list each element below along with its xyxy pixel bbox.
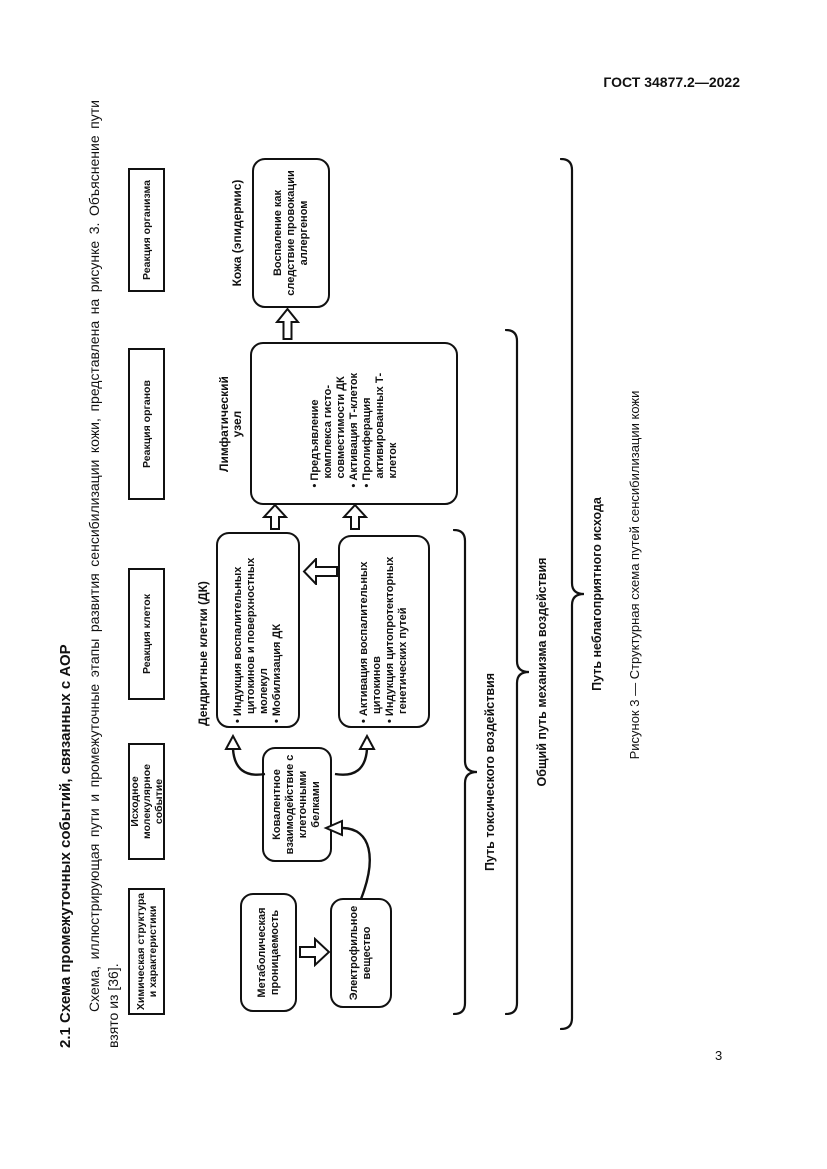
arrow-cytokine-to-lymph-icon	[342, 504, 368, 530]
cytokine-bullet: • Активация воспалительных цитокинов	[358, 561, 383, 723]
label-skin-epidermis: Кожа (эпидермис)	[230, 179, 244, 287]
page-number: 3	[715, 1048, 723, 1063]
lymph-bullet: • Пролиферация активированных Т-клеток	[360, 372, 399, 488]
arrow-electrophile-to-covalent-icon	[323, 819, 371, 900]
box-skin-inflammation: Воспаление как следствие провокации алле…	[252, 158, 330, 308]
box-lymph-node: • Предъявление комплекса гисто-совместим…	[250, 342, 458, 505]
figure-caption: Рисунок 3 — Структурная схема путей сенс…	[627, 390, 642, 760]
brace-toxic-pathway	[453, 529, 478, 1015]
label-lymph-node: Лимфатический узел	[217, 376, 244, 472]
arrow-cytokine-to-dendritic-icon	[302, 558, 338, 585]
rotated-content: 2.1 Схема промежуточных событий, связанн…	[55, 95, 660, 1055]
brace-label-toxic-pathway: Путь токсического воздействия	[483, 672, 497, 872]
arrow-metabolic-to-electrophile-icon	[299, 937, 330, 967]
label-dendritic-cells: Дендритные клетки (ДК)	[196, 581, 210, 726]
box-cytokine-activation: • Активация воспалительных цитокинов • И…	[338, 535, 430, 728]
lymph-bullet: • Предъявление комплекса гисто-совместим…	[308, 376, 347, 488]
stage-box-organ-response: Реакция органов	[128, 348, 165, 500]
box-electrophile: Электрофильное вещество	[330, 898, 392, 1008]
brace-label-mechanism-pathway: Общий путь механизма воздействия	[535, 557, 549, 787]
section-heading: 2.1 Схема промежуточных событий, связанн…	[57, 644, 74, 1048]
dendritic-bullet: • Индукция воспалительных цитокинов и по…	[232, 557, 270, 723]
stage-box-organism-response: Реакция организма	[128, 168, 165, 292]
cytokine-bullet: • Индукция цитопротекторных генетических…	[384, 556, 409, 723]
stage-box-molecular-event: Исходное молекулярное событие	[128, 743, 165, 860]
box-dendritic-cells: • Индукция воспалительных цитокинов и по…	[216, 532, 300, 728]
box-metabolic-permeability: Метаболическая проницаемость	[240, 893, 297, 1012]
stage-box-cell-response: Реакция клеток	[128, 568, 165, 700]
section-paragraph: Схема, иллюстрирующая пути и промежуточн…	[86, 100, 121, 1048]
dendritic-bullet: • Мобилизация ДК	[271, 623, 283, 723]
brace-label-adverse-outcome-pathway: Путь неблагоприятного исхода	[590, 497, 604, 691]
brace-mechanism-pathway	[505, 329, 530, 1015]
stage-box-chemical-structure: Химическая структура и характеристики	[128, 888, 165, 1015]
brace-adverse-outcome-pathway	[560, 158, 585, 1030]
arrow-lymph-to-skin-icon	[275, 308, 300, 340]
lymph-bullet: • Активация Т-клеток	[347, 372, 360, 488]
document-number: ГОСТ 34877.2—2022	[603, 74, 740, 90]
arrow-covalent-to-cytokine-icon	[334, 733, 376, 776]
arrow-covalent-to-dendritic-icon	[224, 733, 266, 776]
arrow-dendritic-to-lymph-icon	[262, 504, 288, 530]
